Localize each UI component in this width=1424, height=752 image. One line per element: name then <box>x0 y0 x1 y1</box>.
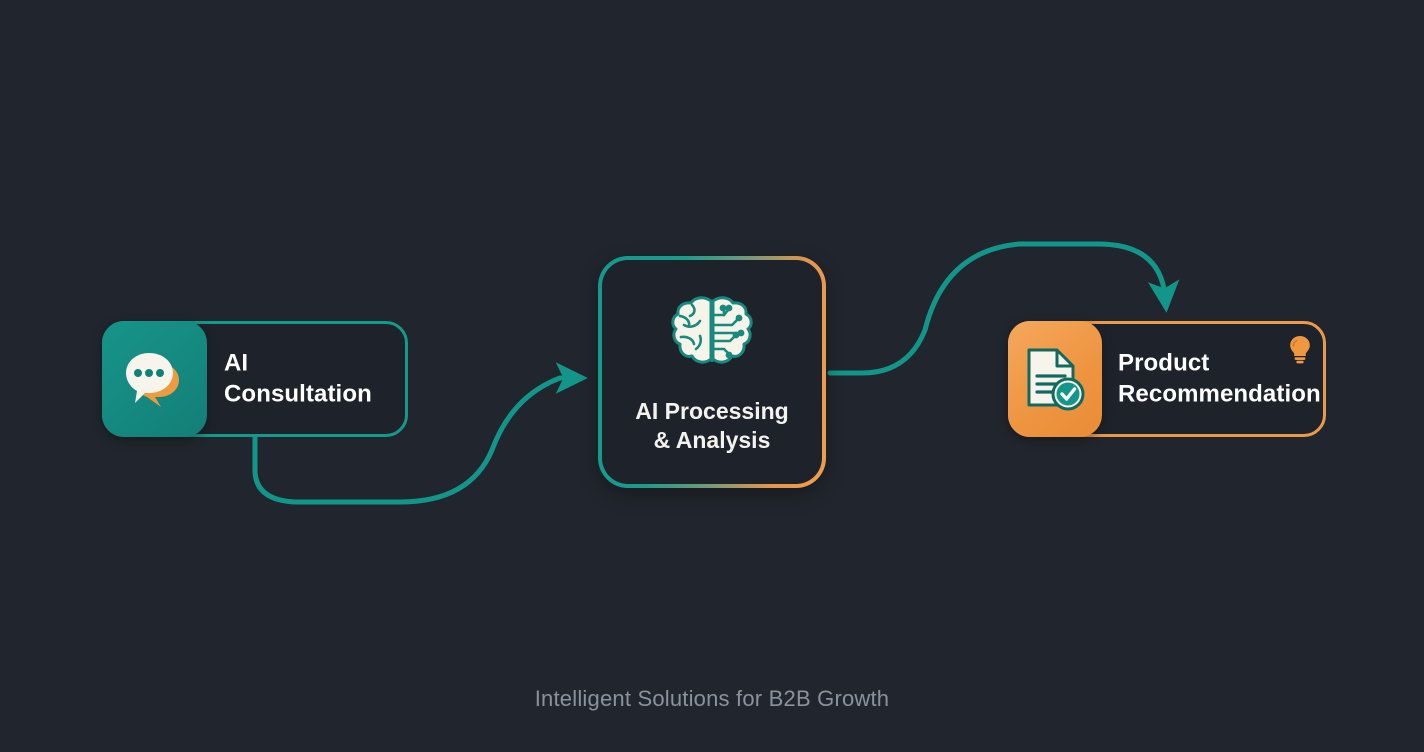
icon-tile-recommendation <box>1008 321 1102 437</box>
chat-bubbles-icon <box>125 353 179 407</box>
node-ai-consultation[interactable]: AI Consultation <box>102 321 408 437</box>
node-label-recommendation: Product Recommendation <box>1118 349 1321 407</box>
node-ai-processing[interactable]: AI Processing & Analysis <box>598 256 826 488</box>
brain-circuit-icon <box>671 296 753 364</box>
node-label-consultation: AI Consultation <box>224 349 372 407</box>
icon-tile-consultation <box>102 321 207 437</box>
node-label-processing: AI Processing & Analysis <box>635 398 789 453</box>
card-frame-processing <box>598 256 826 488</box>
diagram-caption: Intelligent Solutions for B2B Growth <box>534 686 890 711</box>
node-product-recommendation[interactable]: Product Recommendation <box>1008 321 1326 437</box>
lightbulb-icon <box>1290 336 1310 364</box>
document-check-icon <box>1027 348 1085 411</box>
